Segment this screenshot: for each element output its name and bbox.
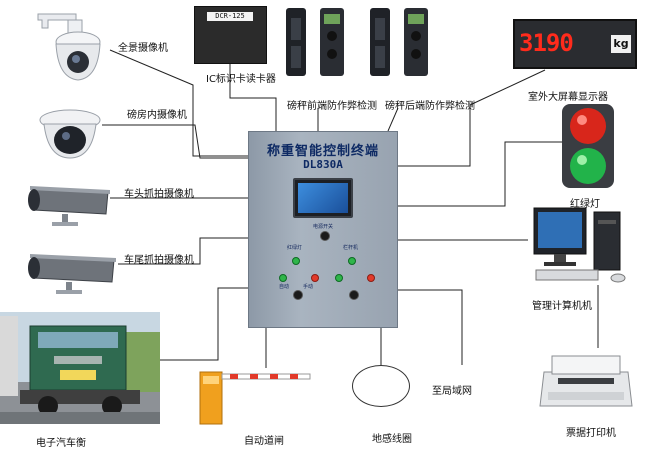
mode-selector-left[interactable] <box>293 290 303 300</box>
ground-loop-icon <box>352 365 410 407</box>
wire-panorama-camera <box>109 49 248 157</box>
label-auto-gate: 自动道闸 <box>244 436 284 447</box>
traffic-light-icon <box>562 104 614 188</box>
computer-icon <box>533 207 626 283</box>
reader-model-tag: DCR-125 <box>207 12 253 21</box>
label-traffic-light: 红绿灯 <box>570 199 600 210</box>
wire-room-camera <box>102 124 248 159</box>
light-green-button[interactable] <box>279 274 287 282</box>
panorama-camera-icon <box>37 13 101 81</box>
ic-card-reader: DCR-125 <box>194 6 267 64</box>
truck-scale-icon <box>0 312 160 424</box>
label-rear-detector: 磅秤后端防作弊检测 <box>385 101 475 112</box>
barrier-button[interactable] <box>348 257 356 265</box>
room-camera-icon <box>39 109 101 159</box>
wire-outdoor-display <box>398 69 546 167</box>
label-lan: 至局域网 <box>432 386 472 397</box>
led-digits: 3190 <box>519 29 574 57</box>
cabinet-title: 称重智能控制终端 <box>266 144 379 159</box>
tail-camera-icon <box>28 254 116 294</box>
barrier-down-button[interactable] <box>367 274 375 282</box>
wire-tail-camera <box>118 237 248 265</box>
label-ground-loop: 地感线圈 <box>372 434 412 445</box>
wire-ic-reader <box>229 62 277 131</box>
head-camera-icon <box>28 186 110 226</box>
label-panorama-camera: 全景摄像机 <box>118 43 168 54</box>
power-switch-label: 电源开关 <box>313 224 334 230</box>
label-printer: 票据打印机 <box>566 428 616 439</box>
wire-rear-detector <box>387 107 399 132</box>
traffic-light-panel-label: 红绿灯 <box>287 245 303 251</box>
power-switch-knob[interactable] <box>320 231 330 241</box>
led-unit: kg <box>611 35 631 53</box>
label-room-camera: 磅房内摄像机 <box>127 110 187 121</box>
rear-detector-icon <box>370 8 428 76</box>
mode-selector-right[interactable] <box>349 290 359 300</box>
outdoor-led-display: 3190 kg <box>513 19 637 69</box>
printer-icon <box>539 355 633 407</box>
cabinet-touchscreen[interactable] <box>293 178 353 218</box>
label-front-detector: 磅秤前端防作弊检测 <box>287 101 377 112</box>
cabinet-model: DL830A <box>303 158 343 171</box>
wire-truck-scale <box>150 287 248 361</box>
light-red-button[interactable] <box>311 274 319 282</box>
barrier-up-button[interactable] <box>335 274 343 282</box>
auto-mode-label: 自动 <box>279 284 290 290</box>
barrier-gate-icon <box>199 371 311 425</box>
label-tail-camera: 车尾抓拍摄像机 <box>124 255 194 266</box>
label-ic-reader: IC标识卡读卡器 <box>206 74 276 85</box>
front-detector-icon <box>286 8 344 76</box>
manual-mode-label: 手动 <box>303 284 314 290</box>
label-head-camera: 车头抓拍摄像机 <box>124 189 194 200</box>
barrier-panel-label: 栏杆机 <box>343 245 359 251</box>
traffic-light-button[interactable] <box>292 257 300 265</box>
label-truck-scale: 电子汽车衡 <box>36 438 86 449</box>
wire-lan <box>398 289 463 365</box>
label-computer: 管理计算机机 <box>532 301 592 312</box>
wire-traffic-light <box>398 141 565 207</box>
control-cabinet: 称重智能控制终端 DL830A 电源开关 红绿灯 栏杆机 自动 手动 <box>248 131 398 328</box>
label-outdoor-display: 室外大屏幕显示器 <box>528 92 608 103</box>
